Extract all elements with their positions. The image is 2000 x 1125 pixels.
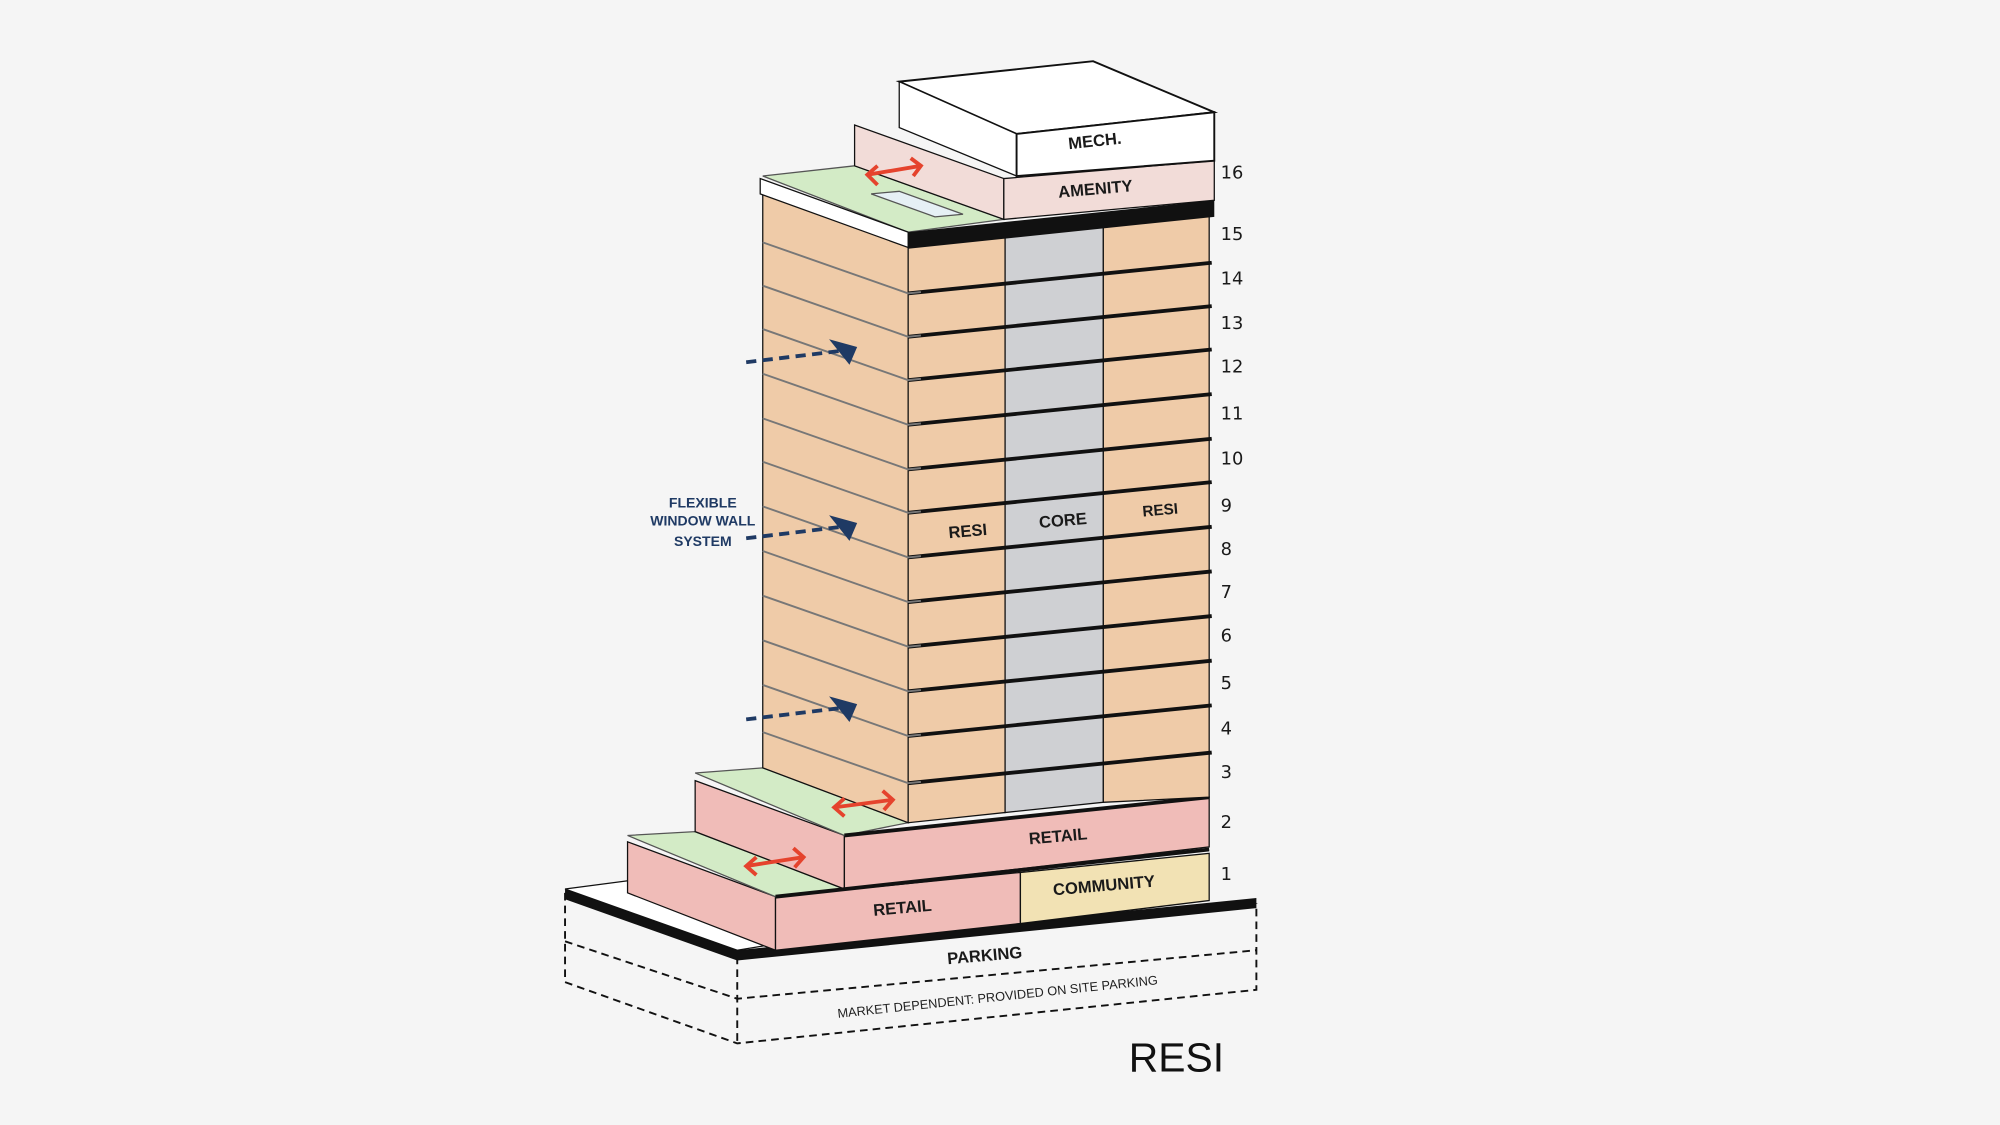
floor-numbers: 16 15 14 13 12 11 10 9 8 7 6 5 4 3 2 1 <box>1221 163 1244 886</box>
floor-number: 3 <box>1221 762 1232 783</box>
floor-slab <box>907 569 1212 604</box>
floor-number: 4 <box>1221 719 1232 740</box>
double-arrow-icon <box>743 156 924 877</box>
parking-volume <box>564 892 1258 1045</box>
skylight <box>870 190 964 218</box>
floor-number: 9 <box>1221 495 1232 516</box>
balcony-edge <box>762 241 922 295</box>
floor-slab <box>907 347 1212 383</box>
floor-number: 13 <box>1221 313 1244 334</box>
floor-number: 1 <box>1221 864 1232 885</box>
floor-slab <box>907 480 1212 515</box>
floor-slab <box>907 750 1212 786</box>
floor-slabs <box>762 241 1212 786</box>
community-front <box>1019 852 1210 925</box>
window-note-line-1: FLEXIBLE <box>669 495 737 511</box>
floor-number: 12 <box>1221 356 1244 377</box>
floor-number: 11 <box>1221 404 1244 425</box>
balcony-edge <box>762 328 922 382</box>
balcony-edge <box>762 550 922 604</box>
floor-slab <box>907 703 1212 738</box>
floor-slab <box>907 436 1212 472</box>
balcony-edge <box>762 417 922 471</box>
roof-slab <box>908 200 1215 249</box>
balcony-edge <box>762 284 922 338</box>
window-wall-arrow-icon <box>745 339 858 722</box>
balcony-edge <box>762 639 922 693</box>
balcony-edge <box>762 372 922 426</box>
parking-label: PARKING <box>946 943 1023 968</box>
parking-note: MARKET DEPENDENT: PROVIDED ON SITE PARKI… <box>837 972 1159 1021</box>
floor-number: 7 <box>1221 582 1232 603</box>
balcony-edge <box>762 460 922 514</box>
floor-number: 15 <box>1221 224 1244 245</box>
floor-slab <box>907 260 1212 296</box>
balcony-edge <box>762 731 922 785</box>
resi-left-label: RESI <box>948 520 988 542</box>
diagram-title: RESI <box>1129 1034 1224 1080</box>
floor-slab <box>907 524 1212 560</box>
floor-number: 2 <box>1221 812 1232 833</box>
core-label: CORE <box>1038 509 1087 532</box>
floor-number: 6 <box>1221 626 1232 647</box>
resi-right-label: RESI <box>1142 501 1179 521</box>
floor-slab <box>907 614 1212 649</box>
floor-slab <box>907 392 1212 427</box>
mech-front <box>1015 111 1216 178</box>
floor-number: 8 <box>1221 539 1232 560</box>
floor-slab <box>907 658 1212 694</box>
balcony-edge <box>762 594 922 648</box>
floor-number: 16 <box>1221 163 1244 184</box>
window-note-line-2: WINDOW WALL <box>650 513 756 529</box>
floor-number: 10 <box>1221 448 1244 469</box>
balcony-edge <box>762 505 922 559</box>
floor-number: 5 <box>1221 673 1232 694</box>
balcony-edge <box>762 684 922 737</box>
floor-number: 14 <box>1221 268 1244 289</box>
window-note-line-3: SYSTEM <box>674 533 732 549</box>
floor-slab <box>907 304 1212 339</box>
